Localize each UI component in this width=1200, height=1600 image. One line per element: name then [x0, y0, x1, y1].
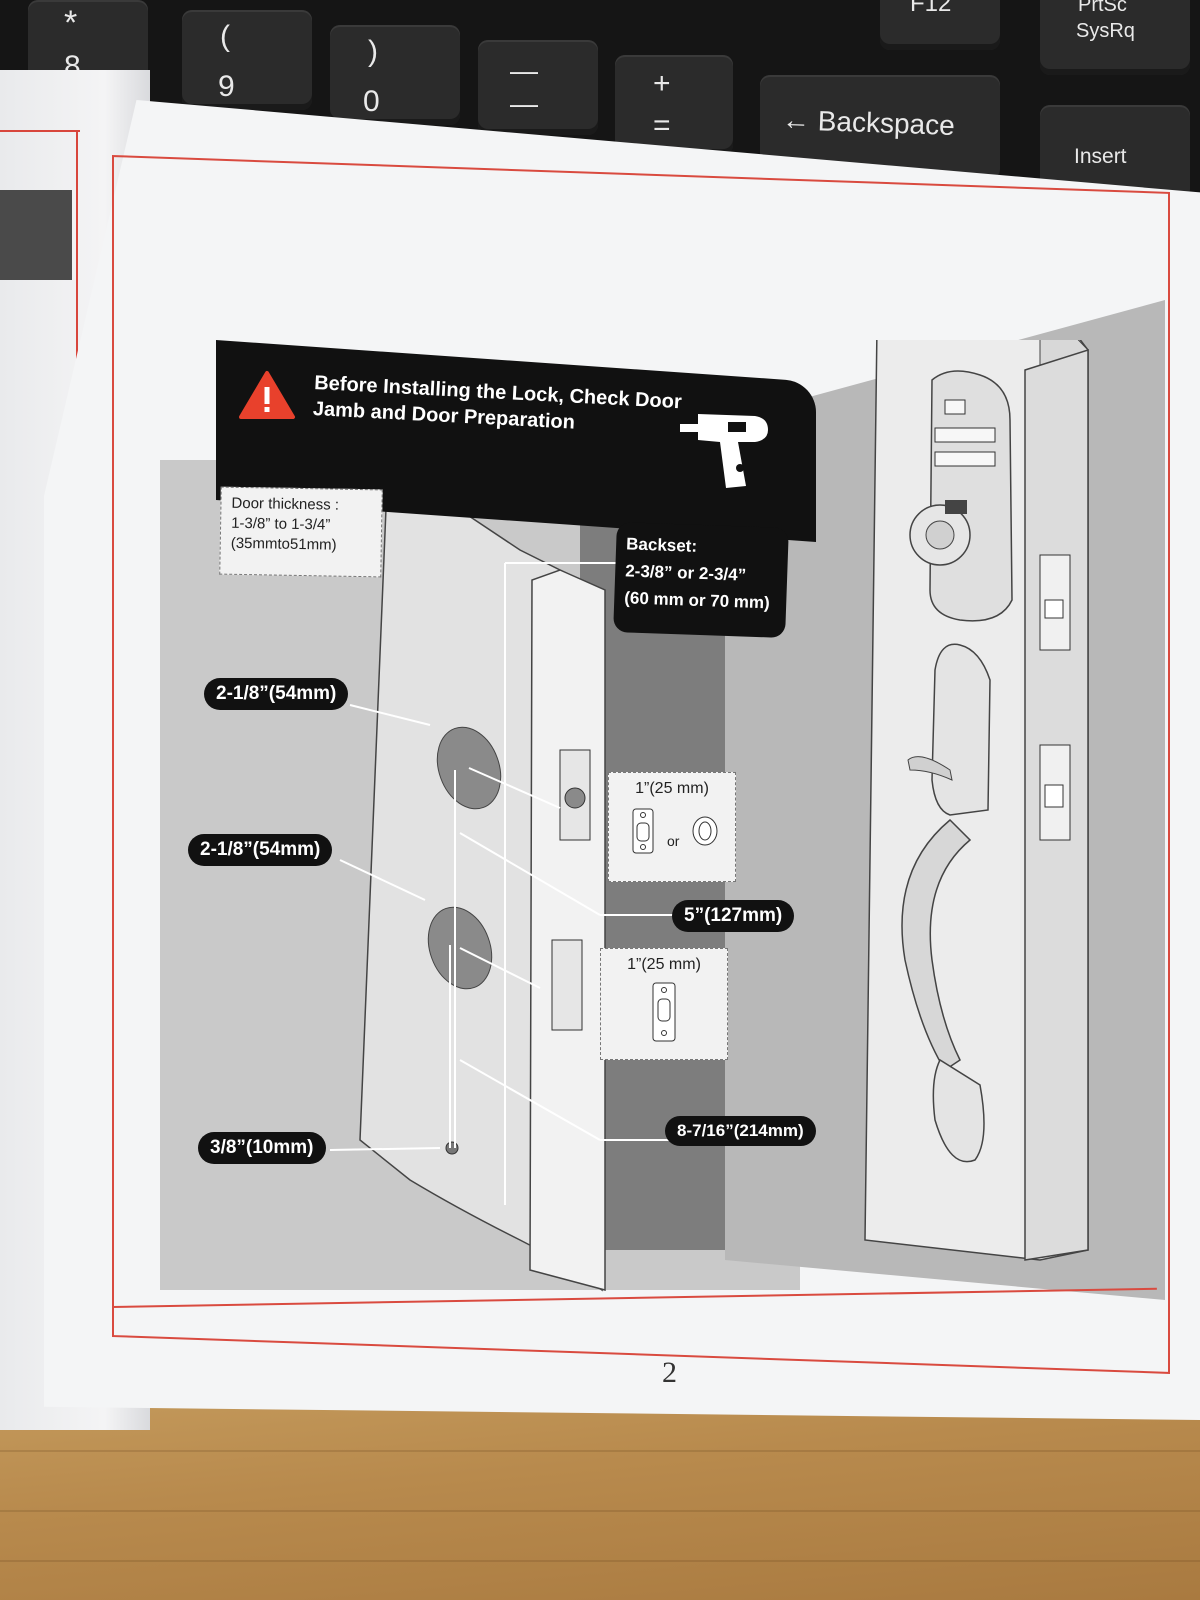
- door-thickness-range: 1-3/8” to 1-3/4”: [230, 514, 331, 534]
- key-prtsc-sysrq: PrtSc SysRq: [1040, 0, 1190, 75]
- door-thickness-box: Door thickness : 1-3/8” to 1-3/4” (35mmt…: [219, 486, 383, 578]
- key-main-label: ← Backspace: [781, 103, 956, 142]
- door-slab-left: [329, 458, 690, 1292]
- key-main-label: Insert: [1074, 145, 1127, 168]
- key-top-label: PrtSc: [1078, 0, 1127, 16]
- small-hole-dimension: 3/8”(10mm): [198, 1132, 326, 1164]
- key-bottom-label: 0: [363, 85, 380, 118]
- drill-icon: [680, 414, 768, 488]
- wood-grain: [0, 1450, 1200, 1452]
- key-top-label: *: [64, 4, 78, 42]
- key-bottom-label: =: [653, 109, 671, 142]
- key-bottom-label: —: [510, 88, 538, 119]
- door-thickness-metric: (35mmto51mm): [230, 534, 337, 554]
- total-height-dimension: 8-7/16”(214mm): [665, 1116, 816, 1146]
- latch-or-text: or: [667, 833, 680, 849]
- key-top-label: +: [653, 67, 671, 100]
- lower-latch-box: 1”(25 mm): [600, 948, 728, 1060]
- grey-band: [0, 190, 72, 280]
- key-minus: — —: [478, 40, 598, 135]
- upper-latch-size: 1”(25 mm): [635, 780, 709, 797]
- key-top-label: F12: [910, 0, 952, 17]
- upper-hole-dimension: 2-1/8”(54mm): [204, 678, 349, 710]
- page-number: 2: [662, 1356, 677, 1389]
- key-paren-close-0: ) 0: [330, 25, 460, 125]
- door-drawing: [329, 340, 1089, 1292]
- key-paren-open-9: ( 9: [182, 10, 312, 110]
- lower-hole-dimension: 2-1/8”(54mm): [188, 834, 333, 866]
- wooden-table: [0, 1390, 1200, 1600]
- key-top-label: ): [368, 35, 378, 68]
- strike-plate-icon: [652, 982, 676, 1042]
- installation-illustration: Before Installing the Lock, Check Door J…: [160, 300, 1165, 1300]
- door-thickness-label: Door thickness :: [231, 494, 340, 514]
- key-bottom-label: SysRq: [1076, 20, 1135, 42]
- key-top-label: (: [220, 20, 230, 53]
- latch-faceplate-icons: [632, 808, 718, 854]
- key-bottom-label: 9: [218, 70, 235, 103]
- center-spacing-dimension: 5”(127mm): [672, 900, 795, 932]
- lower-latch-size: 1”(25 mm): [627, 956, 701, 973]
- key-top-label: —: [510, 55, 538, 86]
- key-f12: F12: [880, 0, 1000, 50]
- wood-grain: [0, 1560, 1200, 1562]
- key-plus-equals: + =: [615, 55, 733, 155]
- upper-latch-box: 1”(25 mm) or: [608, 772, 736, 882]
- backset-label: Backset: 2-3/8” or 2-3/4” (60 mm or 70 m…: [613, 522, 789, 638]
- warning-icon: [239, 371, 295, 419]
- wood-grain: [0, 1510, 1200, 1512]
- backset-metric: (60 mm or 70 mm): [623, 588, 771, 613]
- door-slab-right: [864, 340, 1089, 1261]
- page-border: [0, 130, 80, 132]
